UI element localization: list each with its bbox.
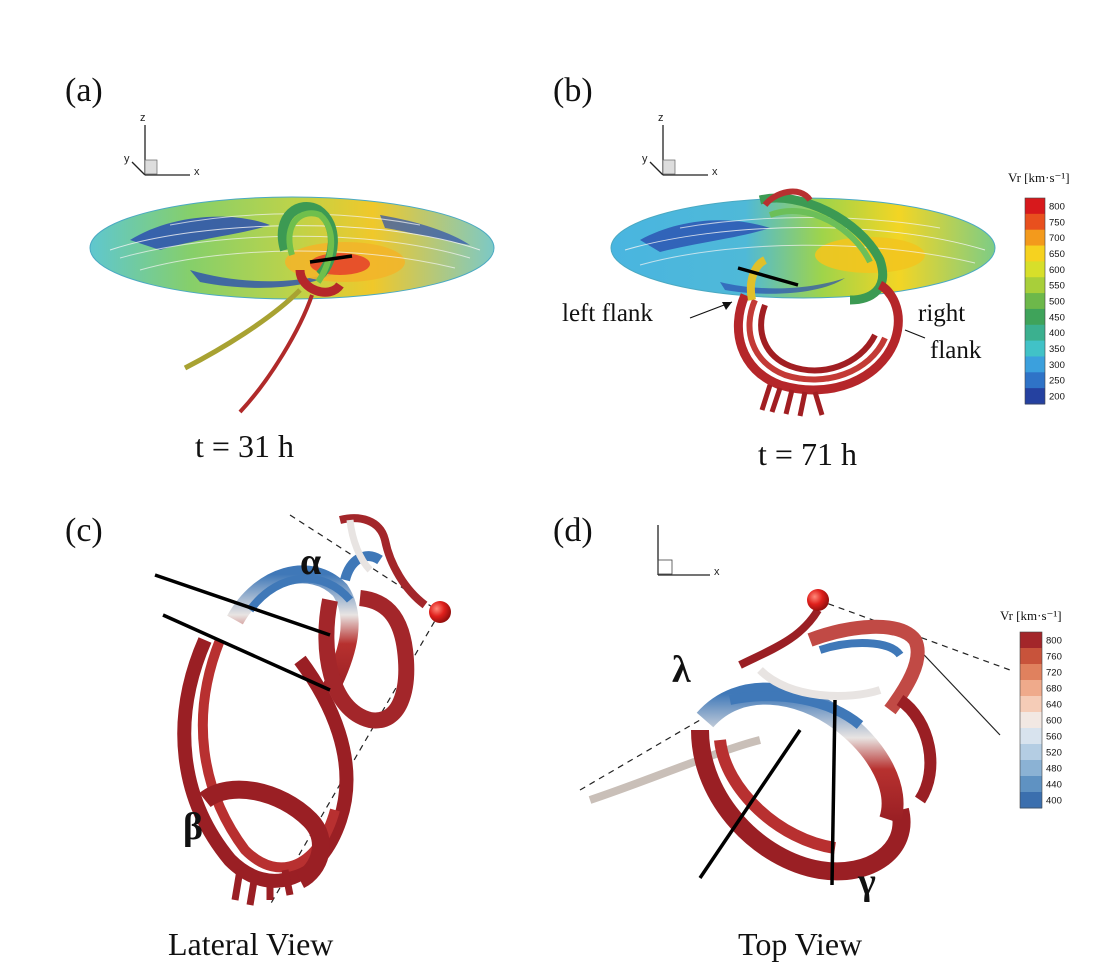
panel-d-colorbar-swatch-5 (1020, 712, 1042, 729)
panel-d-colorbar-tick-label: 400 (1046, 796, 1062, 807)
panel-b-colorbar-swatch-5 (1025, 277, 1045, 294)
panel-b-colorbar-swatch-8 (1025, 324, 1045, 342)
panel-b-colorbar-swatch-7 (1025, 308, 1045, 326)
panel-b-colorbar-tick-label: 350 (1049, 344, 1065, 355)
panel-a-caption: t = 31 h (195, 428, 294, 464)
panel-d-colorbar-tick-label: 680 (1046, 684, 1062, 695)
panel-b-colorbar-swatch-11 (1025, 372, 1045, 389)
panel-d-colorbar: 800 760 720 680 640 600 560 520 480 440 400 (1019, 631, 1062, 809)
panel-b-colorbar-swatch-9 (1025, 340, 1045, 357)
panel-b-colorbar-tick-label: 700 (1049, 233, 1065, 244)
panel-b-caption: t = 71 h (758, 436, 857, 472)
panel-d-axes-gizmo (657, 525, 710, 576)
panel-b-y-axis-label: y (642, 153, 648, 165)
panel-b-colorbar-tick-label: 200 (1049, 392, 1065, 403)
panel-b-x-axis-label: x (712, 166, 718, 178)
panel-b-colorbar-tick-label: 750 (1049, 217, 1065, 228)
right-flank-annotation-line1: right (918, 300, 966, 327)
gamma-label: γ (858, 861, 876, 903)
panel-d-flux-rope (579, 589, 1011, 886)
panel-d-colorbar-swatch-9 (1020, 776, 1042, 793)
panel-c-label: (c) (65, 512, 103, 549)
left-flank-annotation: left flank (562, 300, 653, 327)
panel-b-colorbar-swatch-6 (1025, 293, 1045, 310)
panel-d-colorbar-swatch-8 (1020, 760, 1042, 777)
lambda-label: λ (672, 649, 691, 691)
panel-b-flux-rope (689, 188, 926, 417)
panel-d-colorbar-swatch-2 (1020, 664, 1042, 681)
panel-d-label: (d) (553, 512, 593, 549)
panel-b-colorbar-swatch-2 (1025, 229, 1045, 247)
panel-b-colorbar-swatch-4 (1025, 261, 1045, 278)
panel-d-colorbar-tick-label: 600 (1046, 716, 1062, 727)
panel-d-colorbar-tick-label: 560 (1046, 732, 1062, 743)
beta-label: β (183, 806, 204, 848)
panel-b-axes-gizmo (649, 125, 708, 176)
panel-d-colorbar-border (1019, 631, 1043, 809)
panel-d-colorbar-tick-label: 760 (1046, 652, 1062, 663)
panel-d-colorbar-tick-label: 640 (1046, 700, 1062, 711)
panel-d-colorbar-swatch-0 (1020, 632, 1042, 649)
panel-b-z-axis-label: z (658, 112, 664, 124)
panel-d-colorbar-swatch-6 (1020, 728, 1042, 745)
panel-c-flux-rope (154, 514, 451, 906)
panel-b-colorbar-tick-label: 500 (1049, 297, 1065, 308)
panel-b-colorbar-tick-label: 400 (1049, 328, 1065, 339)
panel-b-colorbar-tick-label: 550 (1049, 281, 1065, 292)
panel-b-colorbar-tick-label: 800 (1049, 201, 1065, 212)
panel-a-y-axis-label: y (124, 153, 130, 165)
panel-d-x-axis-label: x (714, 566, 720, 578)
panel-d-colorbar-tick-label: 520 (1046, 748, 1062, 759)
panel-b-colorbar-border (1024, 197, 1046, 405)
panel-a-axes-gizmo (131, 125, 190, 176)
panel-b-colorbar-swatch-1 (1025, 213, 1045, 231)
panel-b-colorbar-tick-label: 450 (1049, 312, 1065, 323)
panel-b-colorbar-swatch-0 (1025, 198, 1045, 215)
panel-a-x-axis-label: x (194, 166, 200, 178)
panel-a-label: (a) (65, 72, 103, 109)
panel-c-caption: Lateral View (168, 926, 334, 962)
panel-b-colorbar-tick-label: 300 (1049, 360, 1065, 371)
panel-d-colorbar-swatch-7 (1020, 744, 1042, 761)
panel-d-colorbar-swatch-10 (1020, 792, 1042, 809)
panel-d-colorbar-tick-label: 440 (1046, 780, 1062, 791)
panel-d-colorbar-swatch-3 (1020, 680, 1042, 697)
panel-a-flux-rope (183, 201, 353, 414)
panel-b-colorbar-tick-label: 250 (1049, 376, 1065, 387)
panel-d-colorbar-tick-label: 480 (1046, 764, 1062, 775)
panel-d-colorbar-title: Vr [km·s⁻¹] (1000, 608, 1062, 623)
panel-b-label: (b) (553, 72, 593, 109)
panel-d-colorbar-swatch-4 (1020, 696, 1042, 713)
panel-b-colorbar-swatch-10 (1025, 356, 1045, 373)
panel-d-colorbar-tick-label: 720 (1046, 668, 1062, 679)
right-flank-annotation-line2: flank (930, 337, 982, 364)
panel-d-colorbar-tick-label: 800 (1046, 636, 1062, 647)
alpha-label: α (300, 541, 322, 583)
panel-d-colorbar-swatch-1 (1020, 648, 1042, 665)
panel-b-colorbar-swatch-12 (1025, 388, 1045, 405)
panel-d-caption: Top View (738, 926, 863, 962)
panel-b-colorbar-title: Vr [km·s⁻¹] (1008, 170, 1070, 185)
panel-b-colorbar-tick-label: 600 (1049, 265, 1065, 276)
panel-b-colorbar-swatch-3 (1025, 245, 1045, 262)
panel-b-colorbar: 800 750 700 650 600 550 500 450 400 350 300 250 200 (1024, 197, 1065, 405)
panel-b-colorbar-tick-label: 650 (1049, 249, 1065, 260)
panel-a-z-axis-label: z (140, 112, 146, 124)
